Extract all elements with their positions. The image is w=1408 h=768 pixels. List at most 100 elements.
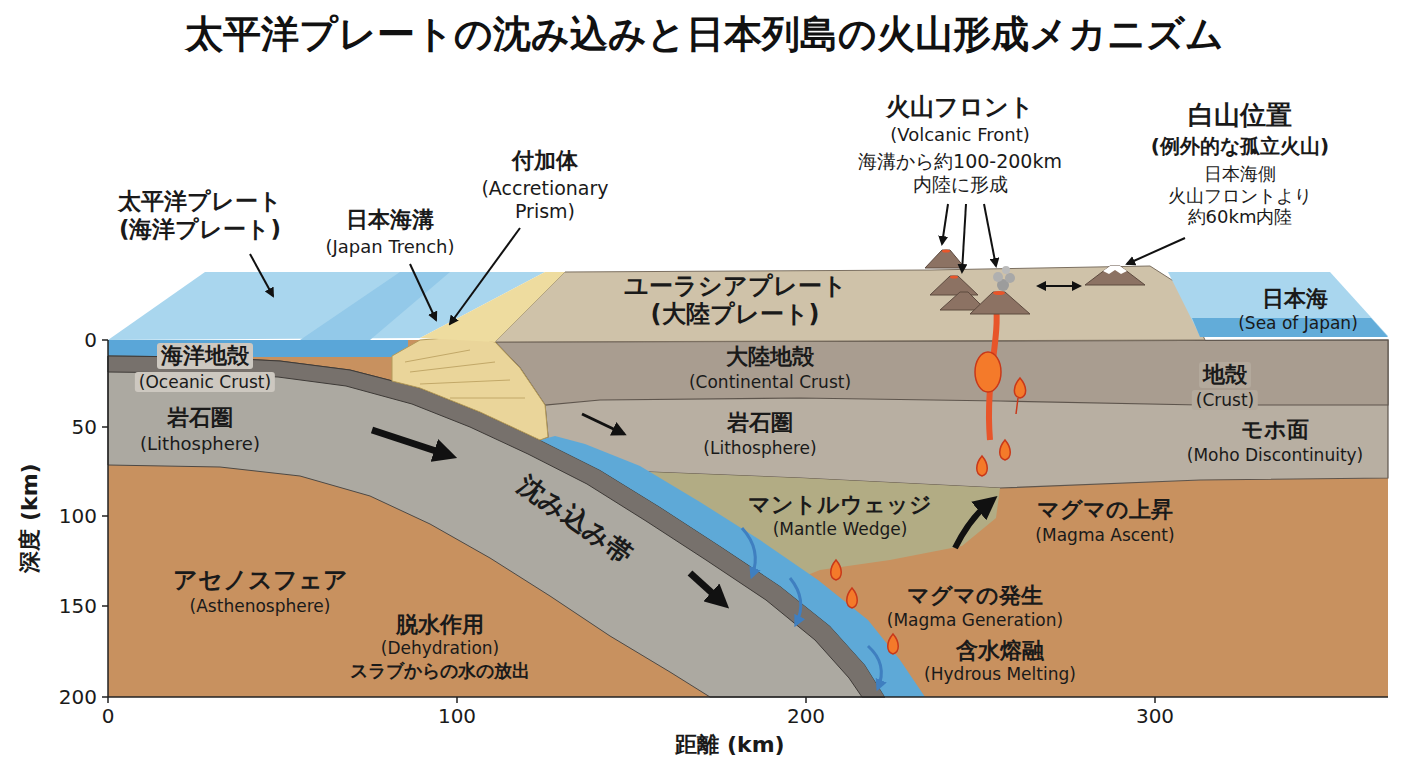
plume [1005,273,1015,283]
motion-arrow [582,414,624,434]
leader-arrow [1127,238,1185,264]
axis-title: 距離 (km) [675,732,784,758]
magma-blob [1014,378,1025,414]
prism-surface [420,272,565,342]
layer-label: 岩石圏 [167,405,233,431]
plume [993,272,1003,282]
x-ticks [108,697,1155,703]
crater [942,250,950,253]
note-label: 日本海側 火山フロントより 約60km内陸 [1153,163,1328,228]
process-label: マグマの発生 [907,583,1043,609]
axis-tick: 0 [102,704,115,728]
leader-arrow [410,264,436,320]
english-label: (Magma Ascent) [1035,525,1174,545]
prism-strata [405,350,525,398]
english-label: (Lithosphere) [140,433,260,455]
axis-tick: 50 [72,415,97,439]
plate-label: (大陸プレート) [651,300,820,329]
english-label: (Accretionary Prism) [470,177,620,223]
axis-tick: 100 [59,504,97,528]
sea-label: 日本海 [1262,286,1328,312]
english-label: (Sea of Japan) [1238,313,1358,333]
y-axis [107,340,109,697]
axis-tick: 150 [59,594,97,618]
leader-arrow [984,204,996,266]
layer-label: 海洋地殻 [157,343,253,369]
axis-tick: 0 [84,328,97,352]
layer-label: 岩石圏 [727,410,793,436]
volcano [930,276,978,295]
process-label: スラブからの水の放出 [350,660,530,682]
english-label: (Japan Trench) [325,236,454,258]
active-volcano [970,292,1030,314]
english-label: (Lithosphere) [703,438,816,458]
asthenosphere [108,340,1388,697]
english-label: (Mantle Wedge) [773,519,908,539]
process-label: 脱水作用 [396,612,484,638]
english-label: (Continental Crust) [689,372,851,392]
subduction-arrow [372,430,448,455]
axis-tick: 200 [59,685,97,709]
plume [1002,266,1010,274]
process-label: 含水熔融 [956,638,1044,664]
note-label: 海溝から約100-200km 内陸に形成 [830,150,1090,196]
leader-arrow [450,228,520,324]
english-label: (Magma Generation) [887,610,1063,630]
leader-arrow [962,204,966,272]
english-label: (Moho Discontinuity) [1187,445,1364,465]
english-label: (Volcanic Front) [890,124,1029,146]
magma-drop [847,588,858,608]
dehydration-arrow [742,528,755,576]
leader-arrow [250,254,273,296]
layer-label: 地殻 [1199,362,1251,388]
axis-tick: 300 [1136,704,1174,728]
english-label: (Hydrous Melting) [924,664,1076,684]
magma-blob [977,456,988,476]
leader-arrow [942,204,948,244]
dehydration-arrow [790,578,801,624]
diagram-title: 太平洋プレートの沈み込みと日本列島の火山形成メカニズム [185,12,1224,58]
prism-label: 付加体 [512,148,578,174]
axis-title: 深度 (km) [17,463,43,572]
magma-drop [831,560,842,580]
layer-label: モホ面 [1241,417,1309,443]
ocean-shade [300,272,450,340]
magma-drop [888,634,899,654]
process-label: マグマの上昇 [1037,497,1173,523]
ocean-water [108,340,408,357]
dehydration-arrow [868,646,881,688]
english-label: (Asthenosphere) [190,596,331,616]
ascent-arrow [955,502,990,548]
axis-tick: 100 [438,704,476,728]
snow-cap [1103,266,1127,274]
volcano [925,250,965,268]
hakusan-label: 白山位置 [1188,100,1292,131]
sea-of-japan [1168,272,1388,336]
distance-arrow [1038,285,1080,287]
subduction-arrow [690,573,722,602]
land-surface [495,266,1205,342]
plate-label: ユーラシアプレート [624,272,847,301]
hakusan-note: (例外的な孤立火山) [1151,134,1329,158]
plate-label: 太平洋プレート [118,188,282,216]
hakusan-volcano [1085,266,1145,285]
zone-label: 沈み込み帯 [512,469,638,570]
english-label: (Crust) [1192,390,1258,410]
x-axis [108,696,1388,698]
magma-blob [1000,440,1011,460]
magma-chamber [975,352,1001,392]
plate-label: (海洋プレート) [119,216,281,244]
hydrated-slab-layer [540,436,925,697]
crater [950,276,958,279]
axis-tick: 200 [787,704,825,728]
accretionary-prism [392,336,548,440]
english-label: (Oceanic Crust) [135,372,275,392]
crater [993,291,1005,295]
volcanic-front-label: 火山フロント [886,93,1034,122]
layer-label: 大陸地殻 [726,344,814,370]
layer-label: アセノスフェア [173,566,348,595]
english-label: (Dehydration) [381,638,499,658]
layer-label: マントルウェッジ [748,492,932,518]
trench-label: 日本海溝 [346,207,434,233]
